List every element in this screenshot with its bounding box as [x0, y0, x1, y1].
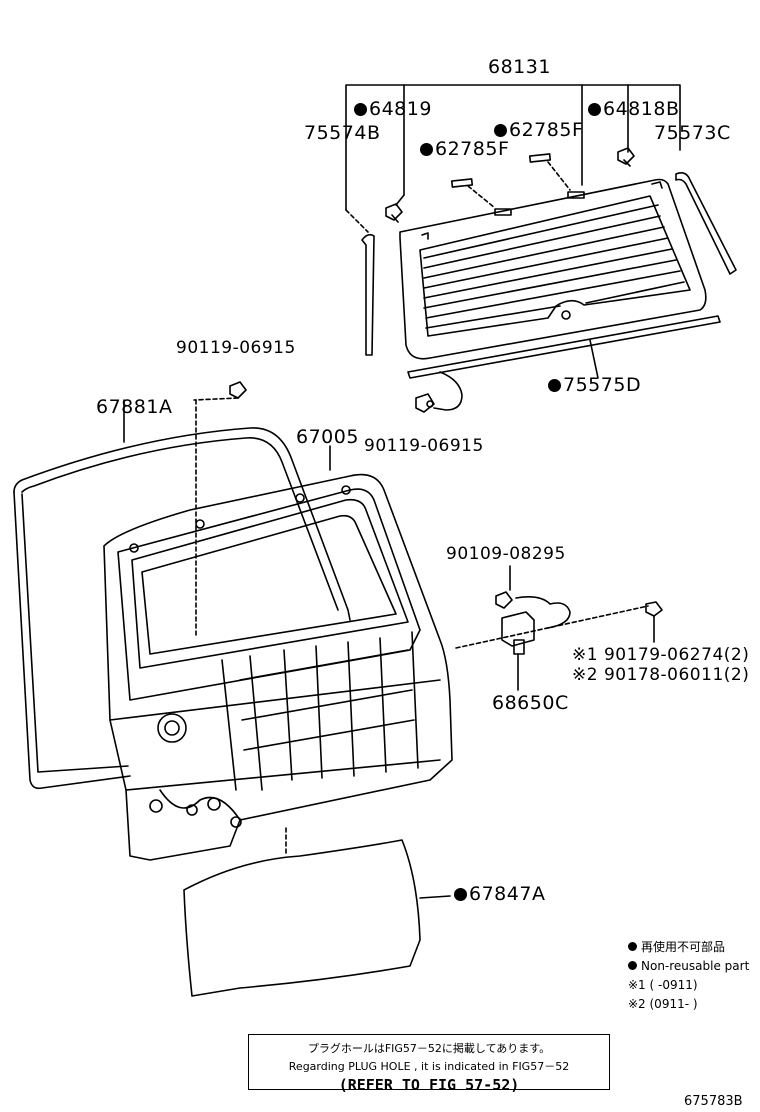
label-text: 75575D	[563, 374, 642, 396]
bolt-90119-top	[193, 381, 247, 636]
label-75575D[interactable]: 75575D	[548, 376, 641, 395]
label-67005[interactable]: 67005	[296, 428, 359, 447]
label-text: 90119-06915	[364, 436, 484, 456]
label-90119-06915-top[interactable]: 90119-06915	[176, 340, 296, 357]
non-reusable-dot-icon	[494, 124, 507, 137]
non-reusable-dot-icon	[588, 103, 601, 116]
label-90119-06915-bottom[interactable]: 90119-06915	[364, 438, 484, 455]
side-molding-75573C	[675, 172, 737, 275]
trim-board-67847A	[183, 827, 451, 997]
label-64819[interactable]: 64819	[354, 100, 432, 119]
label-text: ※1 90179-06274(2)	[572, 645, 750, 665]
label-text: 90119-06915	[176, 338, 296, 358]
label-text: 68131	[488, 56, 551, 78]
spacer-62785F	[450, 153, 571, 209]
label-text: 67881A	[96, 396, 173, 418]
label-90179-06274[interactable]: ※1 90179-06274(2)	[572, 647, 749, 664]
label-text: 75574B	[304, 122, 381, 144]
label-90109-08295[interactable]: 90109-08295	[446, 546, 566, 563]
legend-note-1: ※1 ( -0911)	[628, 978, 698, 992]
label-text: 68650C	[492, 692, 569, 714]
wire-and-bolt	[415, 371, 463, 413]
label-text: 64818B	[603, 98, 680, 120]
label-text: 90109-08295	[446, 544, 566, 564]
non-reusable-dot-icon	[454, 888, 467, 901]
label-75574B[interactable]: 75574B	[304, 124, 380, 143]
weatherstrip-67881A	[13, 399, 351, 790]
label-90178-06011[interactable]: ※2 90178-06011(2)	[572, 667, 749, 684]
legend-row-jp: 再使用不可部品	[628, 938, 749, 957]
label-text: 62785F	[435, 138, 510, 160]
note-line-en: Regarding PLUG HOLE , it is indicated in…	[288, 1060, 570, 1073]
handle-assembly-68650C	[455, 565, 663, 691]
label-64818B[interactable]: 64818B	[588, 100, 679, 119]
label-text: ※2 90178-06011(2)	[572, 665, 750, 685]
image-code: 675783B	[684, 1094, 743, 1109]
legend-text: 再使用不可部品	[641, 940, 726, 954]
clip-64819	[385, 194, 405, 223]
refer-to-fig-link[interactable]: (REFER TO FIG 57-52)	[338, 1076, 520, 1094]
non-reusable-dot-icon	[628, 942, 637, 951]
legend-row-en: Non-reusable part	[628, 957, 749, 976]
label-75573C[interactable]: 75573C	[654, 124, 731, 143]
bracket-68131	[345, 84, 681, 211]
label-67847A[interactable]: 67847A	[454, 885, 545, 904]
label-text: 67847A	[469, 883, 546, 905]
legend: 再使用不可部品 Non-reusable part ※1 ( -0911) ※2…	[628, 938, 749, 1014]
label-text: 67005	[296, 426, 359, 448]
label-62785F-left[interactable]: 62785F	[420, 140, 509, 159]
label-text: 75573C	[654, 122, 731, 144]
reference-note: プラグホールはFIG57－52に掲載してあります。 Regarding PLUG…	[248, 1034, 610, 1094]
label-68131[interactable]: 68131	[488, 58, 551, 77]
legend-text: Non-reusable part	[641, 959, 750, 973]
non-reusable-dot-icon	[628, 961, 637, 970]
note-line-jp: プラグホールはFIG57－52に掲載してあります。	[307, 1042, 551, 1055]
label-68650C[interactable]: 68650C	[492, 694, 569, 713]
label-text: 62785F	[509, 119, 584, 141]
lower-molding-75575D	[407, 315, 721, 379]
label-62785F-top[interactable]: 62785F	[494, 121, 583, 140]
clip-64818B	[617, 147, 635, 167]
back-door-panel-67005	[103, 445, 453, 861]
legend-note-2: ※2 (0911- )	[628, 997, 698, 1011]
back-window-glass	[399, 178, 707, 360]
non-reusable-dot-icon	[420, 143, 433, 156]
label-67881A[interactable]: 67881A	[96, 398, 172, 417]
label-text: 64819	[369, 98, 432, 120]
non-reusable-dot-icon	[354, 103, 367, 116]
side-molding-75574B	[345, 209, 375, 356]
non-reusable-dot-icon	[548, 379, 561, 392]
